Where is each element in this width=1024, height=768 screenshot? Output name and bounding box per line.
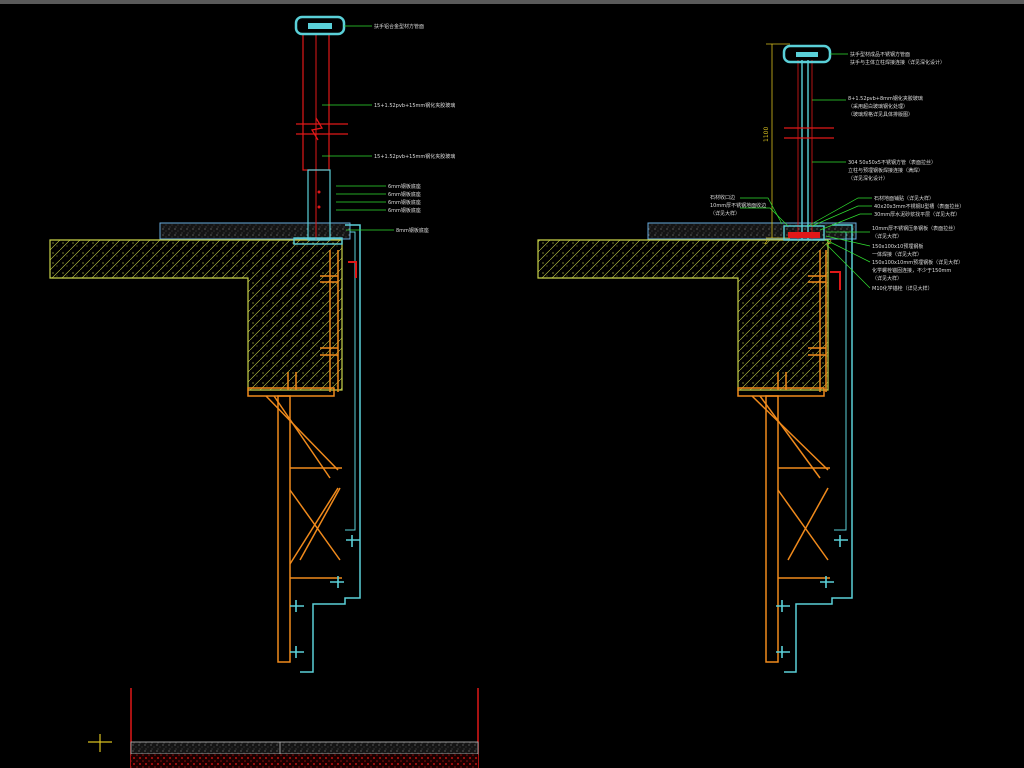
right-mark-1: 2: [764, 239, 768, 246]
left-steel-frame: [247, 250, 342, 663]
left-detail: 扶手铝合金型材方管面 15+1.52pvb+15mm钢化夹胶玻璃 15+1.52…: [49, 15, 455, 673]
right-fixing-clips: [776, 535, 848, 658]
bottom-partial-detail: [88, 688, 479, 768]
right-note-9: 石材地面铺贴（详见大样）: [874, 195, 934, 202]
right-note-15: 10mm厚不锈钢压条钢板（表面拉丝）: [872, 225, 958, 232]
right-note-14: （详见大样）: [710, 210, 740, 217]
left-post-base: [307, 169, 331, 241]
left-note-8: 8mm钢板底座: [396, 227, 429, 234]
left-leaders: [322, 25, 394, 231]
right-note-1: 扶手型材成品不锈钢方管面: [850, 51, 910, 58]
right-dimension-value: 1100: [763, 127, 770, 142]
left-note-2: 15+1.52pvb+15mm钢化夹胶玻璃: [374, 102, 455, 109]
right-note-13: 10mm厚不锈钢地面收边: [710, 202, 766, 209]
right-note-19: 150x100x10mm预埋钢板（详见大样）: [872, 259, 963, 266]
right-note-21: （详见大样）: [872, 275, 902, 282]
bottom-red-band: [131, 754, 478, 768]
right-note-3: 8+1.52pvb+8mm钢化夹胶玻璃: [848, 95, 923, 102]
right-note-20: 化学螺栓锚固连接，不少于150mm: [872, 267, 951, 274]
right-mark-2: 2: [828, 239, 832, 246]
right-note-2: 扶手与主体立柱焊接连接（详见深化设计）: [850, 59, 945, 66]
right-detail: 1100 2 2: [537, 43, 964, 673]
left-note-6: 6mm钢板底座: [388, 199, 421, 206]
right-note-7: 立柱与预埋钢板焊接连接（满焊）: [848, 167, 923, 174]
window-top-bar: [0, 0, 1024, 4]
right-break-symbol: [784, 127, 834, 139]
right-leaders: [740, 53, 872, 289]
right-concrete-slab: [537, 239, 829, 391]
right-screed-layer: [647, 222, 857, 240]
right-note-16: （详见大样）: [872, 233, 902, 240]
left-note-5: 6mm钢板底座: [388, 191, 421, 198]
right-steel-frame: [737, 250, 830, 663]
left-break-symbol: [296, 117, 348, 141]
left-note-7: 6mm钢板底座: [388, 207, 421, 214]
left-note-1: 扶手铝合金型材方管面: [374, 23, 424, 30]
right-note-22: M10化学锚栓（详见大样）: [872, 285, 933, 292]
right-note-8: （详见深化设计）: [848, 175, 888, 182]
left-note-4: 6mm钢板底座: [388, 183, 421, 190]
right-note-17: 150x100x10预埋钢板: [872, 243, 923, 250]
right-note-12: 石材收口边: [710, 194, 735, 201]
right-note-6: 304 50x50x5不锈钢方管（表面拉丝）: [848, 159, 936, 166]
right-edge-cladding: [784, 224, 853, 673]
left-edge-cladding: [300, 224, 361, 673]
left-note-3: 15+1.52pvb+15mm钢化夹胶玻璃: [374, 153, 455, 160]
left-fixing-clips: [290, 535, 360, 658]
left-concrete-slab: [49, 239, 343, 391]
bottom-screed-band: [130, 741, 479, 755]
right-note-4: （采用超白玻璃钢化处理）: [848, 103, 908, 110]
right-note-10: 40x20x3mm不锈钢U型槽（表面拉丝）: [874, 203, 964, 210]
right-note-18: 一体焊接（详见大样）: [872, 251, 922, 258]
right-note-11: 30mm厚水泥砂浆找平层（详见大样）: [874, 211, 960, 218]
right-note-5: （玻璃规格详见具体排版图）: [848, 111, 913, 118]
left-screed-layer: [159, 222, 351, 240]
left-handrail-cap: [294, 15, 346, 36]
